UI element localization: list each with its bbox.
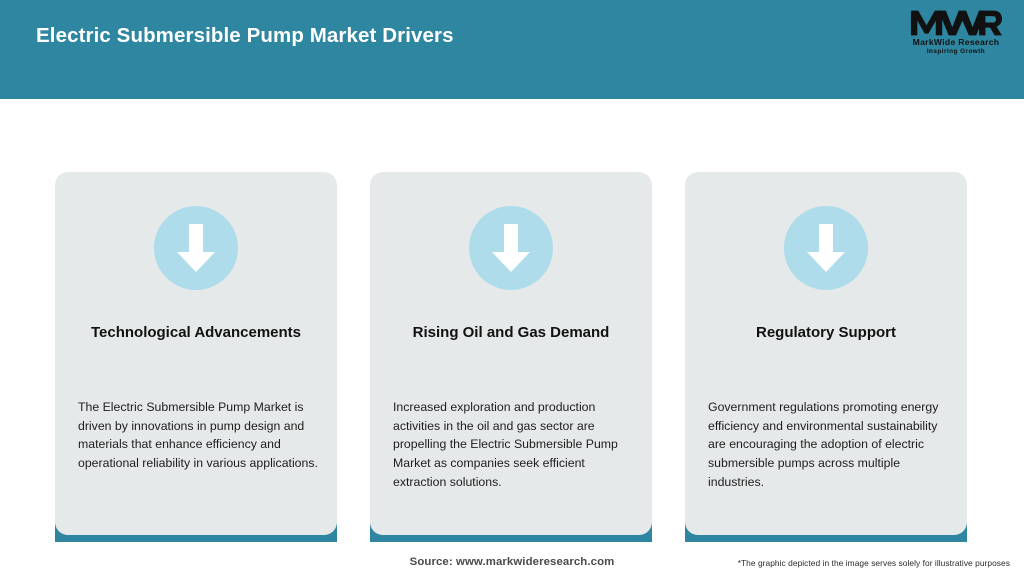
card-body-text: Increased exploration and production act… [393,400,618,489]
driver-card-2[interactable]: Rising Oil and Gas Demand Increased expl… [363,99,659,542]
driver-card-3[interactable]: Regulatory Support Government regulation… [678,99,974,542]
card-surface: Technological Advancements The Electric … [55,172,337,535]
card-surface: Rising Oil and Gas Demand Increased expl… [370,172,652,535]
arrow-down-glyph [492,224,530,272]
card-body-text: Government regulations promoting energy … [708,400,939,489]
card-title: Rising Oil and Gas Demand [412,324,610,341]
card-title: Regulatory Support [755,324,896,341]
source-label: Source: www.markwideresearch.com [409,556,615,568]
arrow-down-icon [469,206,553,290]
page-header: Electric Submersible Pump Market Drivers… [0,0,1024,99]
disclaimer-label: *The graphic depicted in the image serve… [737,558,1010,568]
card-title: Technological Advancements [90,324,302,341]
logo-company-name: MarkWide Research [912,37,1000,47]
page-title: Electric Submersible Pump Market Drivers [36,24,454,47]
driver-card-1[interactable]: Technological Advancements The Electric … [48,99,344,542]
arrow-down-glyph [807,224,845,272]
card-surface: Regulatory Support Government regulation… [685,172,967,535]
arrow-down-glyph [177,224,215,272]
arrow-down-icon [784,206,868,290]
card-body-text: The Electric Submersible Pump Market is … [78,400,318,471]
mwr-logo-icon [910,10,1002,36]
drivers-card-row: Technological Advancements The Electric … [0,99,1024,542]
logo-tagline: Inspiring Growth [926,48,986,55]
brand-logo: MarkWide Research Inspiring Growth [902,8,1010,64]
arrow-down-icon [154,206,238,290]
